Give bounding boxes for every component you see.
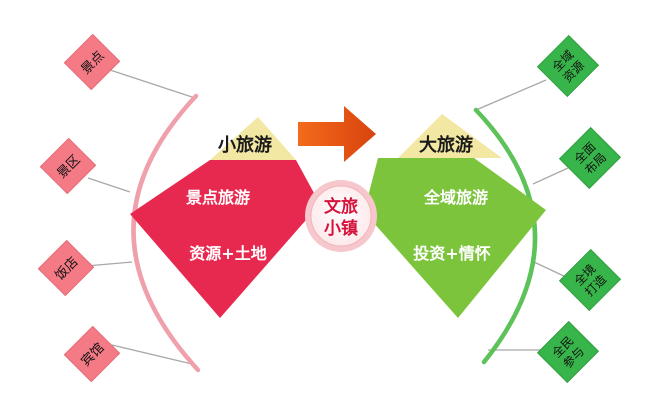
left-title: 小旅游 [218, 134, 272, 156]
left-connectors [85, 69, 196, 365]
left-tag: 宾馆 [63, 325, 121, 383]
right-title-tab [398, 114, 502, 158]
left-arc [131, 93, 201, 373]
left-line1: 景点旅游 [186, 188, 250, 207]
center-badge: 文旅 小镇 [305, 180, 377, 252]
right-arc [473, 107, 538, 365]
badge-line1: 文旅 [324, 196, 358, 217]
badge-line2: 小镇 [324, 218, 358, 239]
right-connectors [475, 79, 569, 351]
right-tag: 全民 参与 [536, 320, 600, 384]
left-title-tab [210, 117, 296, 160]
connector-line [87, 177, 131, 193]
right-arrow-icon [298, 106, 376, 162]
right-tag: 全面 布局 [558, 126, 622, 190]
connector-line [111, 344, 193, 365]
left-line2: 资源+土地 [189, 244, 266, 263]
left-diamond [130, 160, 320, 318]
right-line2: 投资+情怀 [413, 244, 490, 263]
connector-line [109, 69, 196, 99]
right-tag: 全境 打造 [558, 248, 622, 312]
connector-line [85, 261, 133, 267]
left-tag: 景点 [63, 33, 121, 91]
right-diamond [364, 158, 546, 318]
left-tag: 景区 [39, 137, 97, 195]
connector-line [533, 261, 569, 279]
right-title: 大旅游 [419, 134, 473, 156]
connector-line [475, 79, 547, 111]
right-tags: 全域 资源 全面 布局 全境 打造 全民 参与 [536, 34, 622, 384]
right-tag: 全域 资源 [536, 34, 600, 98]
left-tag: 饭店 [37, 239, 95, 297]
left-tags: 景点 景区 饭店 宾馆 [37, 33, 121, 383]
right-line1: 全域旅游 [423, 188, 488, 207]
connector-line [532, 167, 569, 185]
